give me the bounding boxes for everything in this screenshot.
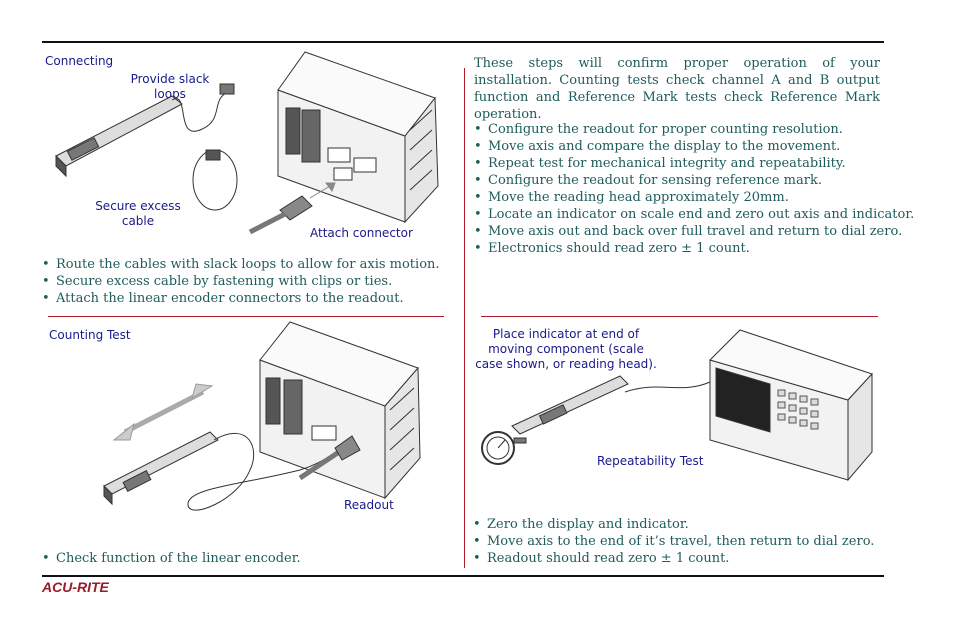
- list-item: Move axis to the end of it’s travel, the…: [473, 533, 874, 550]
- port-a: [311, 425, 337, 441]
- callout-secure-cable: Secure excess cable: [95, 199, 181, 228]
- list-item: Attach the linear encoder connectors to …: [42, 290, 440, 307]
- keypad-key: [810, 398, 819, 406]
- indicator-cable: [624, 381, 711, 393]
- keypad-key: [777, 389, 786, 397]
- test-steps-bullets: Configure the readout for proper countin…: [474, 121, 914, 257]
- list-item: Check function of the linear encoder.: [42, 550, 301, 567]
- motion-arrow-shaft: [123, 389, 205, 435]
- section-label-connecting: Connecting: [45, 54, 114, 68]
- port-a: [327, 147, 351, 163]
- keypad-key: [777, 401, 786, 409]
- bottom-rule: [42, 575, 884, 577]
- keypad-key: [799, 419, 808, 427]
- keypad-key: [788, 416, 797, 424]
- callout-readout: Readout: [344, 498, 394, 512]
- port-c: [333, 167, 353, 181]
- motion-arrow-head-left: [112, 422, 135, 441]
- brand-logo: ACU-RITE: [42, 579, 109, 595]
- port-b: [353, 157, 377, 173]
- connecting-bullets: Route the cables with slack loops to all…: [42, 256, 440, 307]
- list-item: Repeat test for mechanical integrity and…: [474, 155, 914, 172]
- cable-clip: [205, 149, 221, 161]
- encoder-cable: [187, 433, 346, 511]
- keypad-key: [777, 413, 786, 421]
- section-divider-left: [48, 316, 444, 317]
- dial-face: [486, 436, 510, 460]
- keypad-key: [788, 392, 797, 400]
- cable-slack: [171, 91, 229, 132]
- reading-head: [66, 137, 100, 161]
- power-switch: [265, 377, 281, 425]
- list-item: Electronics should read zero ± 1 count.: [474, 240, 914, 257]
- reading-head: [122, 469, 152, 493]
- list-item: Secure excess cable by fastening with cl…: [42, 273, 440, 290]
- repeatability-bullets: Zero the display and indicator. Move axi…: [473, 516, 874, 567]
- keypad-key: [810, 422, 819, 430]
- list-item: Configure the readout for sensing refere…: [474, 172, 914, 189]
- keypad-key: [810, 410, 819, 418]
- reading-head: [538, 404, 568, 425]
- callout-provide-slack: Provide slack loops: [130, 72, 210, 101]
- insert-arrow-head: [325, 182, 336, 193]
- keypad-key: [799, 407, 808, 415]
- counting-test-bullets: Check function of the linear encoder.: [42, 550, 301, 567]
- list-item: Move the reading head approximately 20mm…: [474, 189, 914, 206]
- list-item: Move axis out and back over full travel …: [474, 223, 914, 240]
- section-label-counting-test: Counting Test: [49, 328, 131, 342]
- intro-paragraph: These steps will confirm proper operatio…: [474, 56, 880, 122]
- connector-cable: [248, 211, 287, 235]
- vertical-divider: [464, 68, 465, 568]
- connector-body: [279, 195, 313, 221]
- list-item: Route the cables with slack loops to all…: [42, 256, 440, 273]
- scale-case: [511, 375, 629, 435]
- linear-encoder-side: [55, 154, 67, 178]
- display-screen: [715, 367, 771, 433]
- callout-place-indicator: Place indicator at end of moving compone…: [475, 327, 657, 371]
- top-rule: [42, 41, 884, 43]
- dial-needle: [497, 439, 506, 449]
- keypad-key: [799, 395, 808, 403]
- readout-unit-side: [384, 366, 421, 500]
- list-item: Zero the display and indicator.: [473, 516, 874, 533]
- callout-attach-connector: Attach connector: [310, 226, 413, 240]
- section-divider-right: [481, 316, 878, 317]
- power-switch: [285, 107, 301, 155]
- callout-repeatability-test: Repeatability Test: [597, 454, 704, 468]
- keypad-key: [788, 404, 797, 412]
- rear-panel-block: [283, 379, 303, 435]
- connector-body: [334, 435, 361, 461]
- rear-panel-block: [301, 109, 321, 163]
- list-item: Readout should read zero ± 1 count.: [473, 550, 874, 567]
- display-unit-side: [847, 372, 873, 482]
- connector-plug: [219, 83, 235, 95]
- list-item: Move axis and compare the display to the…: [474, 138, 914, 155]
- list-item: Configure the readout for proper countin…: [474, 121, 914, 138]
- dial-stem: [513, 437, 527, 444]
- linear-encoder-side: [103, 484, 113, 506]
- list-item: Locate an indicator on scale end and zer…: [474, 206, 914, 223]
- motion-arrow-head-right: [191, 383, 214, 400]
